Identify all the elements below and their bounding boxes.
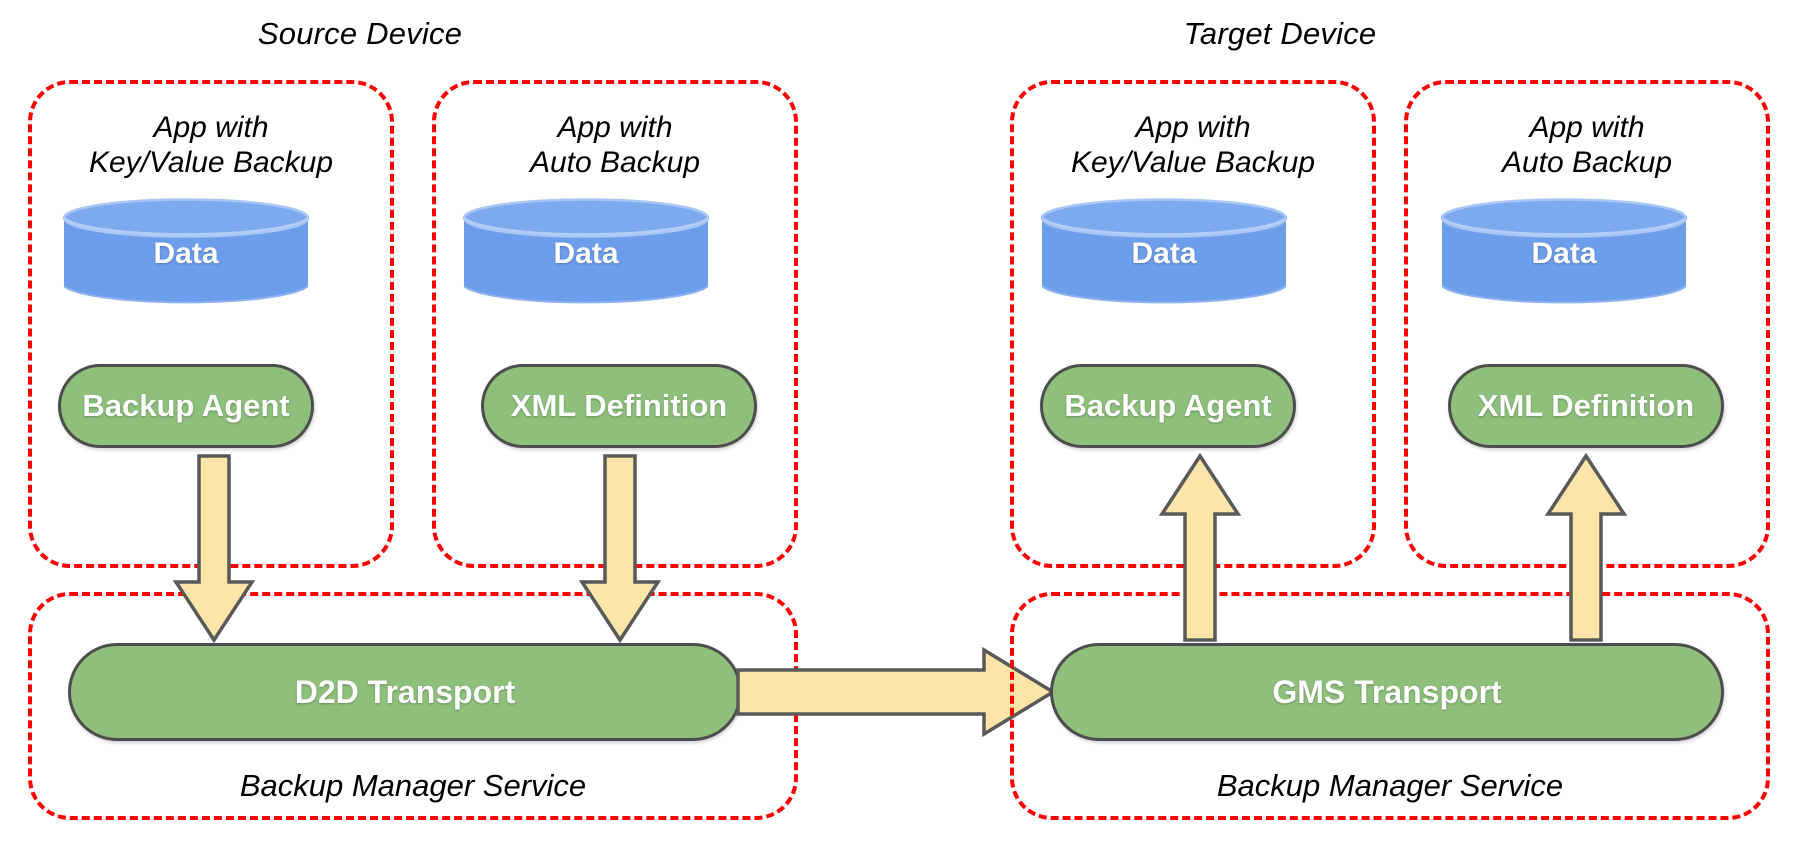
component-xml-definition-source[interactable]: XML Definition (481, 364, 757, 448)
device-title-target: Target Device (1183, 16, 1377, 51)
data-cylinder-source-keyvalue: Data (62, 198, 310, 306)
data-cylinder-source-autobackup: Data (462, 198, 710, 306)
app-caption-source-keyvalue: App with Key/Value Backup (88, 111, 334, 179)
device-title-source: Source Device (257, 16, 463, 51)
transport-d2d[interactable]: D2D Transport (68, 643, 742, 741)
component-backup-agent-target[interactable]: Backup Agent (1040, 364, 1296, 448)
arrow-up-gms-to-xml-definition (1544, 452, 1628, 642)
app-caption-source-autobackup: App with Auto Backup (529, 111, 701, 179)
service-caption-source: Backup Manager Service (239, 768, 587, 803)
transport-gms[interactable]: GMS Transport (1050, 643, 1724, 741)
data-cylinder-target-keyvalue: Data (1040, 198, 1288, 306)
data-cylinder-target-autobackup: Data (1440, 198, 1688, 306)
component-backup-agent-source[interactable]: Backup Agent (58, 364, 314, 448)
arrow-down-xml-definition-to-d2d (578, 454, 662, 644)
arrow-up-gms-to-backup-agent (1158, 452, 1242, 642)
service-container-target (1010, 592, 1770, 820)
app-caption-target-keyvalue: App with Key/Value Backup (1070, 111, 1316, 179)
app-caption-target-autobackup: App with Auto Backup (1501, 111, 1673, 179)
service-caption-target: Backup Manager Service (1216, 768, 1564, 803)
arrow-down-backup-agent-to-d2d (172, 454, 256, 644)
arrow-right-d2d-to-gms (736, 646, 1057, 738)
component-xml-definition-target[interactable]: XML Definition (1448, 364, 1724, 448)
